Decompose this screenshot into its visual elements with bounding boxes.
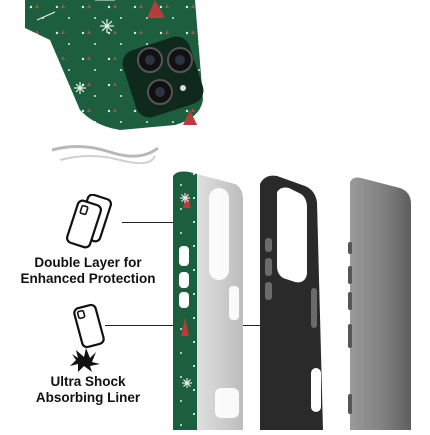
phone-layer xyxy=(348,177,411,430)
outer-shell-layer xyxy=(173,171,243,430)
case-shadow xyxy=(50,140,160,166)
leader-line-double-layer xyxy=(122,222,182,223)
exploded-view xyxy=(165,168,430,430)
feature-label-line2: Absorbing Liner xyxy=(35,390,141,405)
feature-label-double-layer: Double Layer for Enhanced Protection xyxy=(0,255,188,287)
phone-shock-icon xyxy=(64,302,114,372)
double-phone-case-icon xyxy=(64,193,114,252)
product-photo-top xyxy=(25,0,205,135)
feature-label-line2: Enhanced Protection xyxy=(20,271,156,286)
green-case-top-illustration xyxy=(25,0,204,130)
inner-liner-layer xyxy=(260,175,323,430)
feature-label-line1: Ultra Shock xyxy=(50,374,126,389)
feature-label-shock-liner: Ultra Shock Absorbing Liner xyxy=(0,374,188,406)
feature-label-line1: Double Layer for xyxy=(34,255,142,270)
